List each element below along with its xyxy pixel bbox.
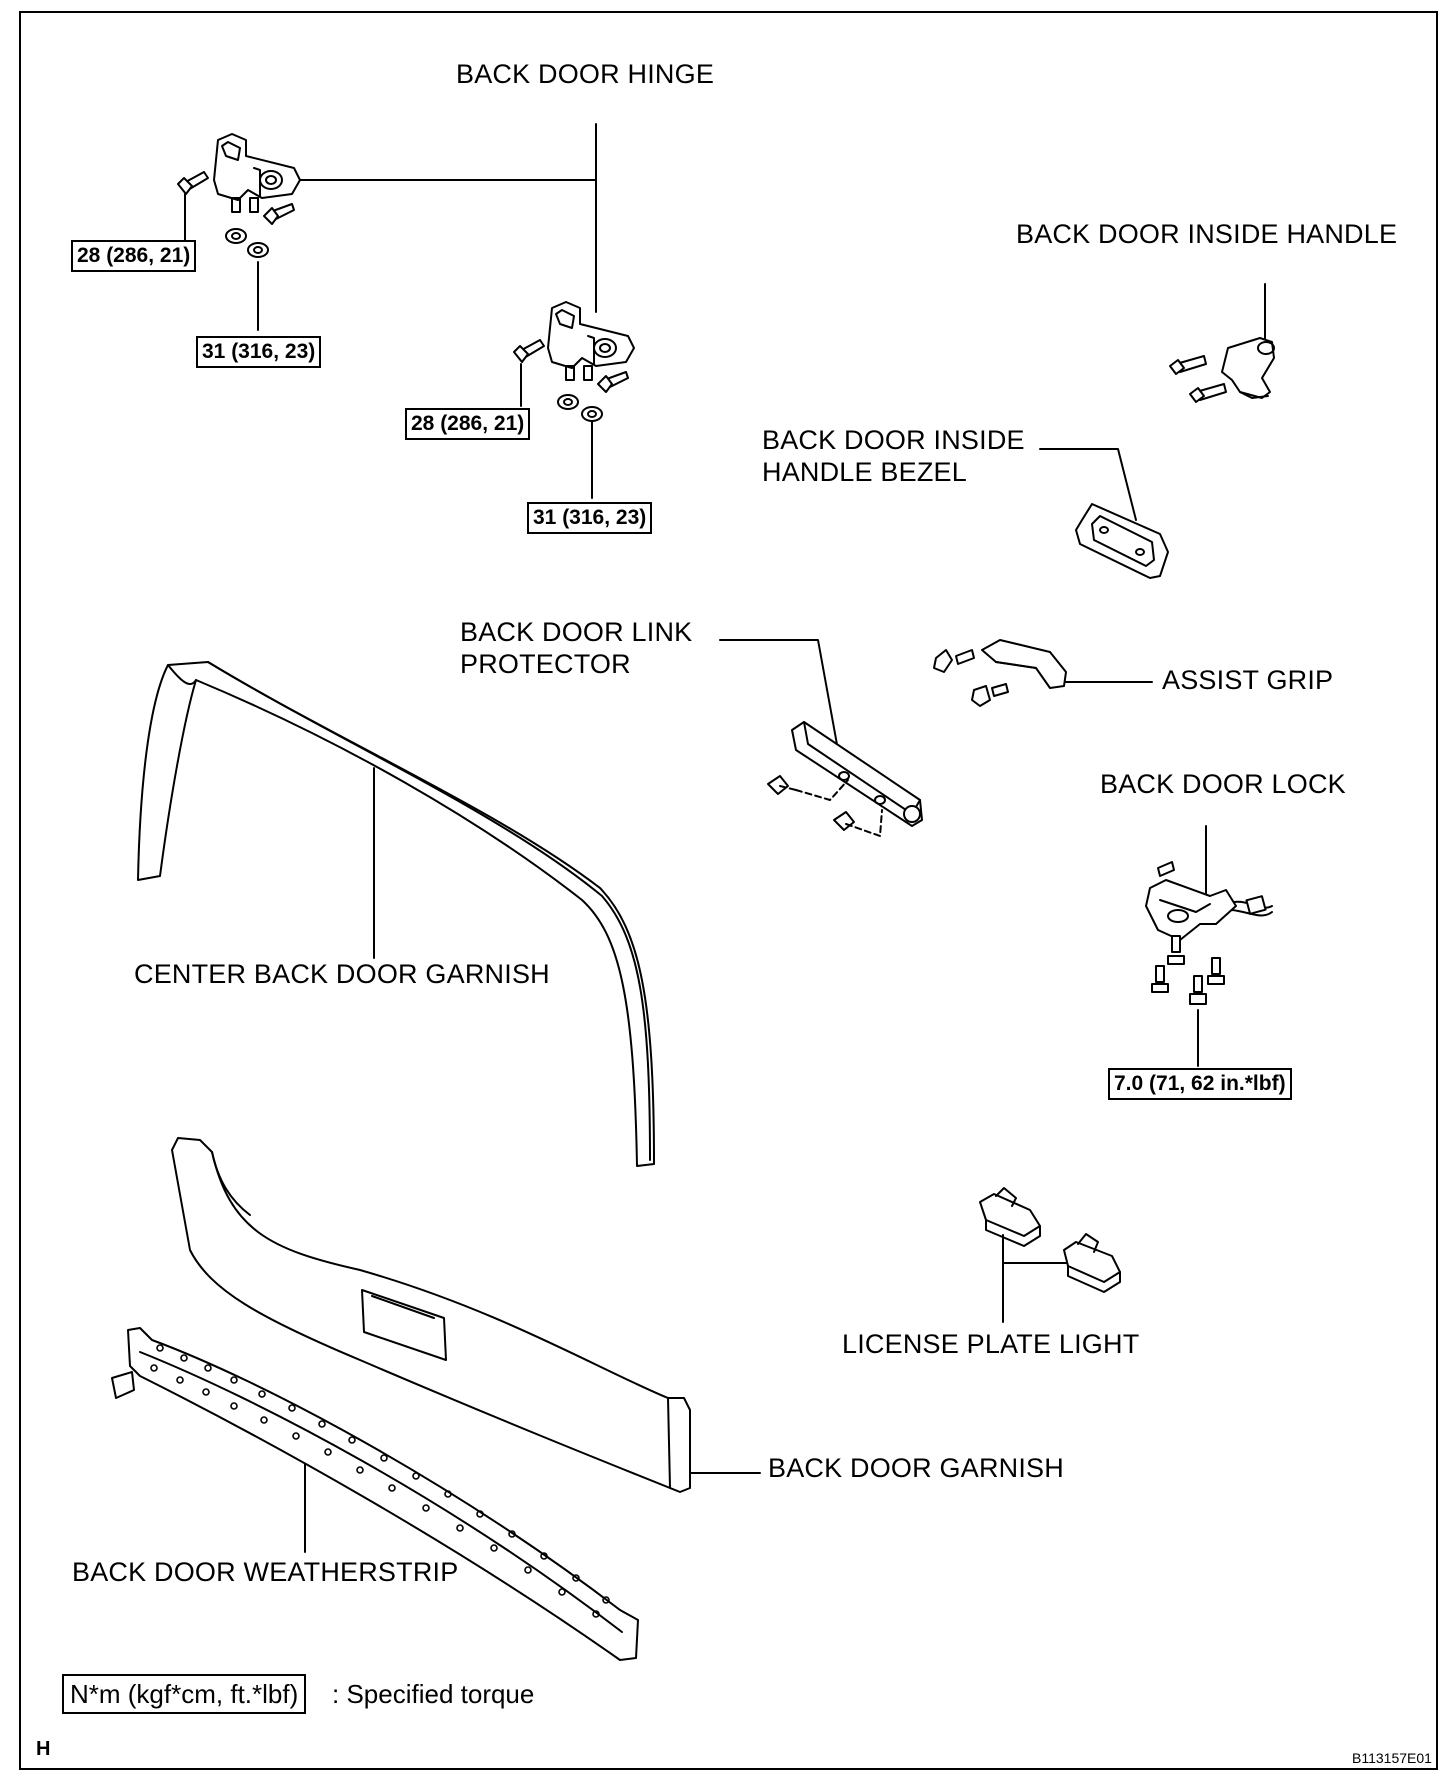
back-door-weatherstrip-drawing bbox=[111, 1327, 639, 1661]
inside-handle-bezel-drawing bbox=[1075, 503, 1169, 579]
lower-hinge-drawing bbox=[513, 301, 635, 422]
label-back-door-hinge: BACK DOOR HINGE bbox=[456, 59, 715, 89]
back-door-lock-drawing bbox=[1145, 861, 1273, 1005]
torque-lock-bolts: 7.0 (71, 62 in.*lbf) bbox=[1108, 1068, 1292, 1100]
corner-letter: H bbox=[36, 1738, 51, 1760]
label-center-back-door-garnish: CENTER BACK DOOR GARNISH bbox=[134, 959, 550, 989]
label-back-door-lock: BACK DOOR LOCK bbox=[1100, 769, 1346, 799]
license-plate-light-drawing bbox=[979, 1187, 1121, 1293]
label-assist-grip: ASSIST GRIP bbox=[1162, 665, 1334, 695]
weatherstrip-holes bbox=[150, 1344, 610, 1618]
label-back-door-inside-handle-bezel: BACK DOOR INSIDE HANDLE BEZEL bbox=[762, 425, 1025, 487]
figure-code: B113157E01 bbox=[1352, 1750, 1432, 1766]
torque-hinge-upper-bolt: 28 (286, 21) bbox=[71, 240, 197, 272]
label-back-door-weatherstrip: BACK DOOR WEATHERSTRIP bbox=[72, 1557, 459, 1587]
label-back-door-link-protector: BACK DOOR LINK PROTECTOR bbox=[460, 617, 693, 679]
label-back-door-garnish: BACK DOOR GARNISH bbox=[768, 1453, 1064, 1483]
diagram-frame bbox=[19, 11, 1438, 1770]
back-door-garnish-drawing bbox=[171, 1137, 691, 1493]
label-back-door-inside-handle: BACK DOOR INSIDE HANDLE bbox=[1016, 219, 1398, 249]
legend-description: : Specified torque bbox=[332, 1679, 535, 1709]
link-protector-drawing bbox=[767, 721, 923, 837]
inside-handle-drawing bbox=[1169, 337, 1275, 403]
center-back-door-garnish-drawing bbox=[137, 661, 655, 1167]
torque-hinge-upper-nut: 31 (316, 23) bbox=[196, 336, 322, 368]
assist-grip-drawing bbox=[933, 639, 1067, 707]
torque-hinge-lower-nut: 31 (316, 23) bbox=[527, 502, 653, 534]
legend-torque-units: N*m (kgf*cm, ft.*lbf) bbox=[62, 1674, 307, 1714]
upper-hinge-drawing bbox=[177, 133, 301, 258]
leader-lines bbox=[184, 123, 1266, 1553]
label-license-plate-light: LICENSE PLATE LIGHT bbox=[842, 1329, 1140, 1359]
torque-hinge-lower-bolt: 28 (286, 21) bbox=[405, 408, 531, 440]
